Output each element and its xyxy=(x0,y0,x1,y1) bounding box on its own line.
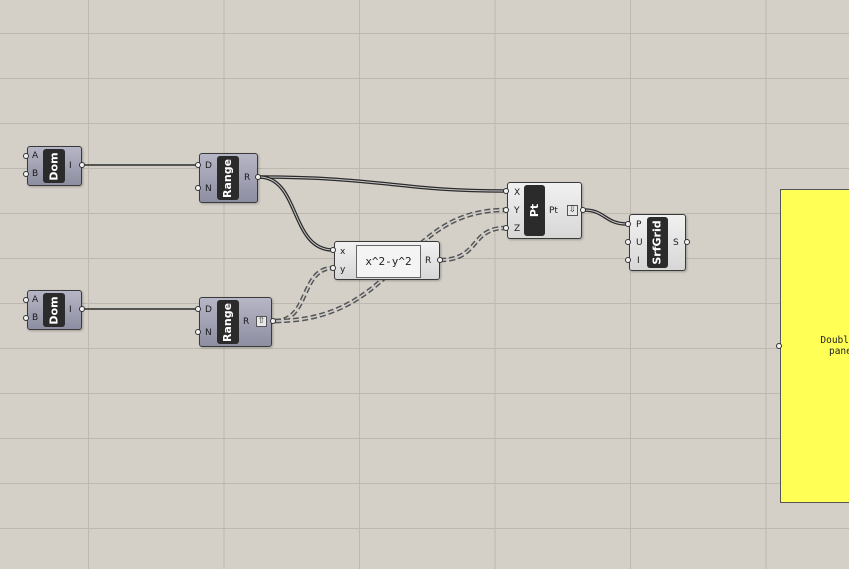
output-r: R xyxy=(425,256,432,266)
grip-pt-out[interactable] xyxy=(580,207,586,213)
grip-pt-x[interactable] xyxy=(503,188,509,194)
nickname-badge: Range xyxy=(217,300,239,344)
range-component-2[interactable]: D N Range R ⇧ xyxy=(199,297,272,347)
grip-dom1-out[interactable] xyxy=(79,162,85,168)
flatten-down-arrow-icon[interactable]: ⇩ xyxy=(567,205,578,216)
output-r: R xyxy=(244,173,251,183)
domain-component-1[interactable]: A B Dom I xyxy=(27,146,82,186)
grip-srfgrid-i[interactable] xyxy=(625,257,631,263)
output-i: I xyxy=(69,161,72,171)
input-y: y xyxy=(340,265,346,275)
input-b: B xyxy=(32,313,39,323)
grip-expr-out[interactable] xyxy=(437,257,443,263)
grip-range1-n[interactable] xyxy=(195,185,201,191)
nickname-badge: SrfGrid xyxy=(647,217,668,268)
input-n: N xyxy=(205,184,212,194)
input-x: x xyxy=(340,247,346,257)
output-pt: Pt xyxy=(549,206,558,216)
grip-expr-y[interactable] xyxy=(330,265,336,271)
input-a: A xyxy=(32,295,39,305)
panel-text: Double cli panel c xyxy=(789,335,849,357)
input-x: X xyxy=(514,188,521,198)
nickname-badge: Dom xyxy=(43,293,65,327)
graft-up-arrow-icon[interactable]: ⇧ xyxy=(256,316,267,327)
wire-expr-pt-z xyxy=(439,225,506,263)
panel-text-line-1: Double cli xyxy=(820,335,849,346)
expression-text: x^2-y^2 xyxy=(356,245,421,278)
grip-pt-y[interactable] xyxy=(503,207,509,213)
panel-text-line-2: panel c xyxy=(828,346,849,357)
grip-range2-d[interactable] xyxy=(195,306,201,312)
expression-component[interactable]: x y x^2-y^2 R xyxy=(334,241,440,280)
grip-dom2-a[interactable] xyxy=(23,297,29,303)
grip-range1-d[interactable] xyxy=(195,162,201,168)
wire-range1-expr-x xyxy=(258,175,334,252)
wire-range1-pt-x xyxy=(258,175,506,193)
grip-dom2-out[interactable] xyxy=(79,306,85,312)
grip-srfgrid-u[interactable] xyxy=(625,239,631,245)
grip-panel-in[interactable] xyxy=(776,343,782,349)
output-r: R xyxy=(243,317,250,327)
srfgrid-component[interactable]: P U I SrfGrid S xyxy=(629,214,686,271)
grip-range2-out[interactable] xyxy=(270,318,276,324)
nickname-badge: Range xyxy=(217,156,239,200)
input-n: N xyxy=(205,328,212,338)
grip-dom1-b[interactable] xyxy=(23,171,29,177)
grip-srfgrid-out[interactable] xyxy=(684,239,690,245)
input-p: P xyxy=(636,220,642,230)
input-i: I xyxy=(637,256,640,266)
grip-pt-z[interactable] xyxy=(503,225,509,231)
grip-srfgrid-p[interactable] xyxy=(625,221,631,227)
grip-expr-x[interactable] xyxy=(330,247,336,253)
nickname-badge: Pt xyxy=(524,185,545,236)
grip-dom2-b[interactable] xyxy=(23,315,29,321)
grip-dom1-a[interactable] xyxy=(23,153,29,159)
input-u: U xyxy=(636,238,643,248)
input-a: A xyxy=(32,151,39,161)
text-panel[interactable]: Double cli panel c xyxy=(780,189,849,503)
input-b: B xyxy=(32,169,39,179)
input-d: D xyxy=(205,305,212,315)
input-d: D xyxy=(205,161,212,171)
input-z: Z xyxy=(514,224,521,234)
input-y: Y xyxy=(514,206,520,216)
grip-range1-out[interactable] xyxy=(255,174,261,180)
output-s: S xyxy=(673,238,679,248)
nickname-badge: Dom xyxy=(43,149,65,183)
domain-component-2[interactable]: A B Dom I xyxy=(27,290,82,330)
grip-range2-n[interactable] xyxy=(195,329,201,335)
output-i: I xyxy=(69,305,72,315)
point-component[interactable]: X Y Z Pt Pt ⇩ xyxy=(507,182,582,239)
range-component-1[interactable]: D N Range R xyxy=(199,153,258,203)
